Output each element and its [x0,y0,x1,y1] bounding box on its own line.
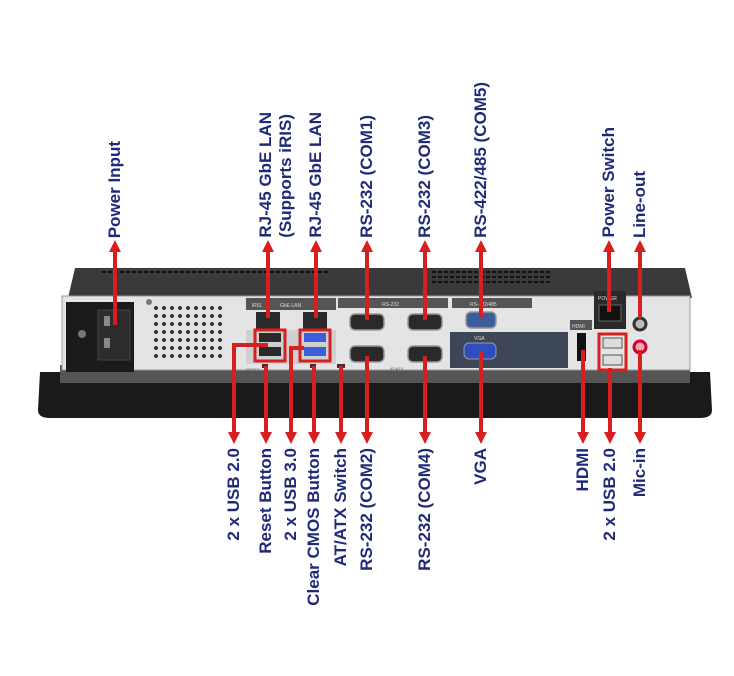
label-com4: RS-232 (COM4) [415,448,434,571]
label-line-out: Line-out [630,170,649,238]
label-lan1-line2: (Supports iRIS) [276,114,295,238]
label-at-atx: AT/ATX Switch [331,448,350,567]
atatx-text: AT/ATX [390,366,404,371]
top-vent [100,270,330,275]
rs422-text: RS-422/485 [470,302,497,308]
usb20-port [259,347,281,356]
label-clear-cmos: Clear CMOS Button [304,448,323,606]
label-lan1-line1: RJ-45 GbE LAN [256,112,275,238]
usb30-port [304,333,326,342]
rs232-module: RS-232 AT/ATX [338,298,448,371]
label-usb20-left: 2 x USB 2.0 [224,448,243,541]
label-power-switch: Power Switch [599,127,618,238]
label-hdmi: HDMI [573,448,592,492]
hdmi-text: HDMI [572,324,585,330]
label-mic-in: Mic-in [630,448,649,498]
label-com2: RS-232 (COM2) [357,448,376,571]
reset-text: RESET [246,367,260,372]
iris-text: iRIS [252,303,262,309]
label-usb30: 2 x USB 3.0 [281,448,300,541]
vent-holes [150,303,224,361]
label-usb20-right: 2 x USB 2.0 [600,448,619,541]
label-com5: RS-422/485 (COM5) [471,82,490,238]
rj45-port-1 [256,312,280,329]
usb-highlight [597,332,628,372]
gbe-lan-text: GbE LAN [280,303,302,309]
hdmi-port [577,333,586,361]
label-lan2: RJ-45 GbE LAN [306,112,325,238]
label-reset-button: Reset Button [256,448,275,554]
rs232-text: RS-232 [382,302,399,308]
label-vga: VGA [471,448,490,485]
label-com1: RS-232 (COM1) [357,115,376,238]
lan-usb-module: iRIS GbE LAN RESET [246,298,345,372]
top-vent [430,270,550,285]
db9-ports [349,311,497,363]
arrowheads [109,240,646,444]
callout-arrows [113,248,642,435]
label-power-input: Power Input [105,140,124,238]
usb20-port [259,333,281,342]
rs422-header [452,298,532,308]
usb30-port [304,347,326,356]
rj45-port-2 [303,312,327,329]
vga-text: VGA [474,336,485,342]
label-com3: RS-232 (COM3) [415,115,434,238]
line-out-jack [632,316,648,332]
power-input-port [66,302,134,372]
